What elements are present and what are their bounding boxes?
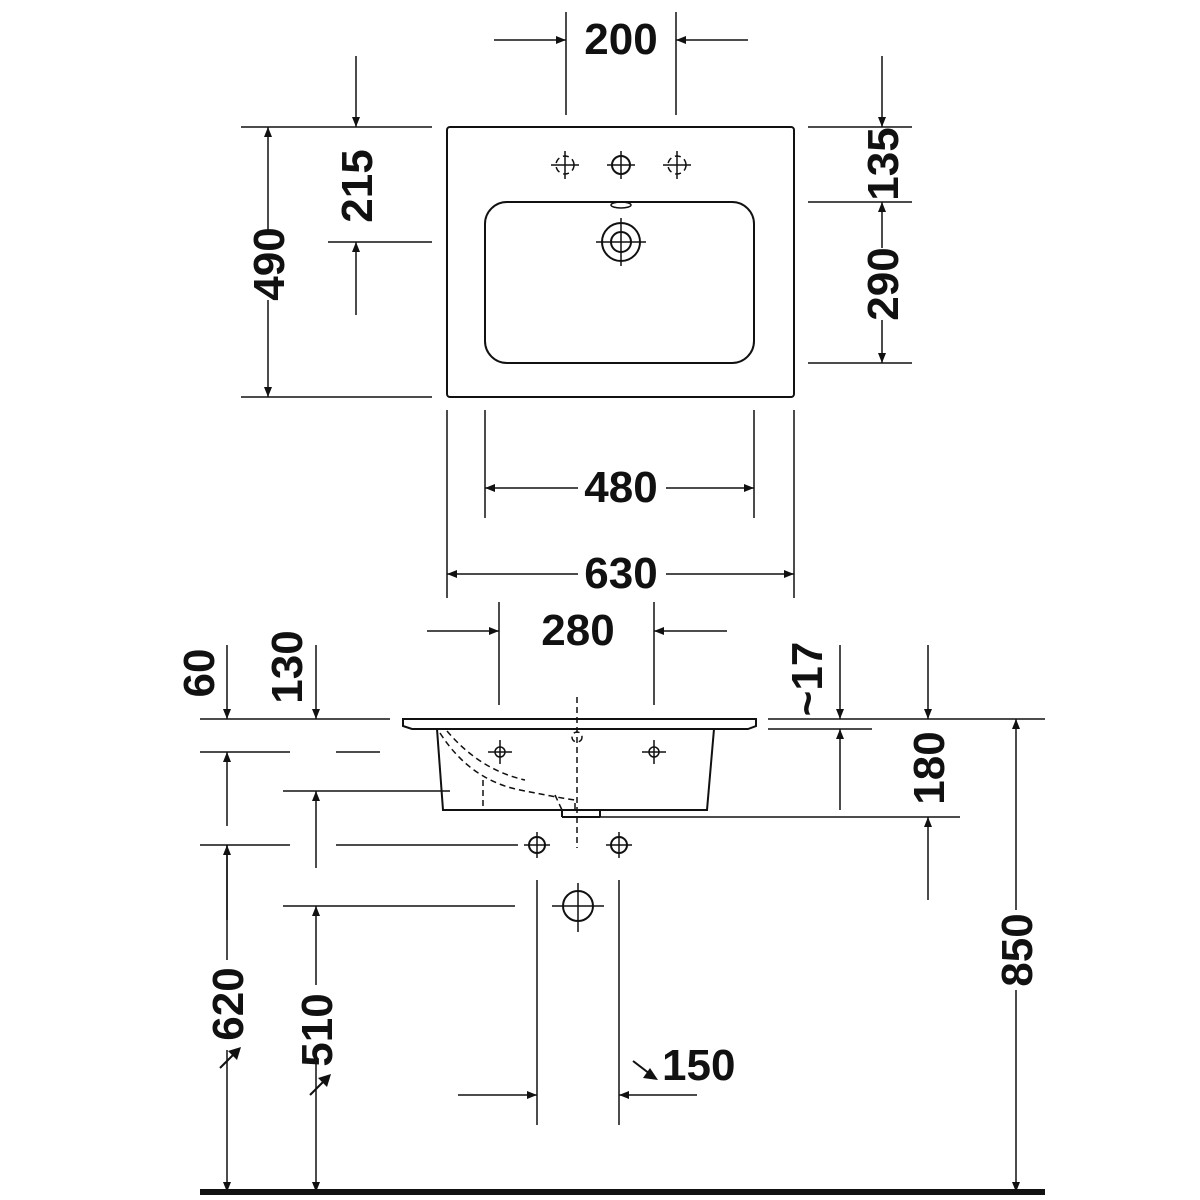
basin-outline-top (446, 126, 795, 398)
dim-280: 280 (541, 606, 614, 655)
faucet-hole-center (607, 151, 635, 179)
dim-200: 200 (584, 15, 657, 64)
dim-290: 290 (859, 247, 908, 320)
dim-850: 850 (993, 913, 1042, 986)
basin-body-side (436, 728, 715, 811)
supply-connection-right (606, 832, 632, 858)
faucet-hole-right (663, 151, 691, 179)
dim-130: 130 (263, 630, 312, 703)
arrow-indicator-620 (219, 1047, 241, 1069)
arrow-indicator-510 (309, 1074, 331, 1096)
arrow-indicator-150 (632, 1060, 658, 1080)
dim-180: 180 (905, 731, 954, 804)
dim-480: 480 (584, 463, 657, 512)
faucet-cross-right (642, 740, 666, 764)
dim-620: 620 (204, 967, 253, 1040)
dim-17: ~17 (783, 642, 832, 717)
basin-rim-side (402, 718, 757, 730)
overflow-slot (610, 201, 632, 209)
side-view: 280 60 130 ~17 180 850 620 510 (175, 602, 1045, 1195)
dim-150: 150 (662, 1041, 735, 1090)
waste-outlet (552, 883, 604, 932)
dim-630: 630 (584, 549, 657, 598)
bowl-outline-top (484, 201, 755, 364)
top-view: 200 490 215 135 290 480 630 (241, 12, 912, 598)
dim-490: 490 (245, 227, 294, 300)
faucet-hole-left (551, 151, 579, 179)
dim-60: 60 (175, 649, 224, 698)
drain-top (596, 218, 646, 266)
faucet-cross-left (488, 740, 512, 764)
dim-510: 510 (293, 993, 342, 1066)
supply-connection-left (524, 832, 550, 858)
dim-215: 215 (333, 149, 382, 222)
dim-135: 135 (859, 127, 908, 200)
